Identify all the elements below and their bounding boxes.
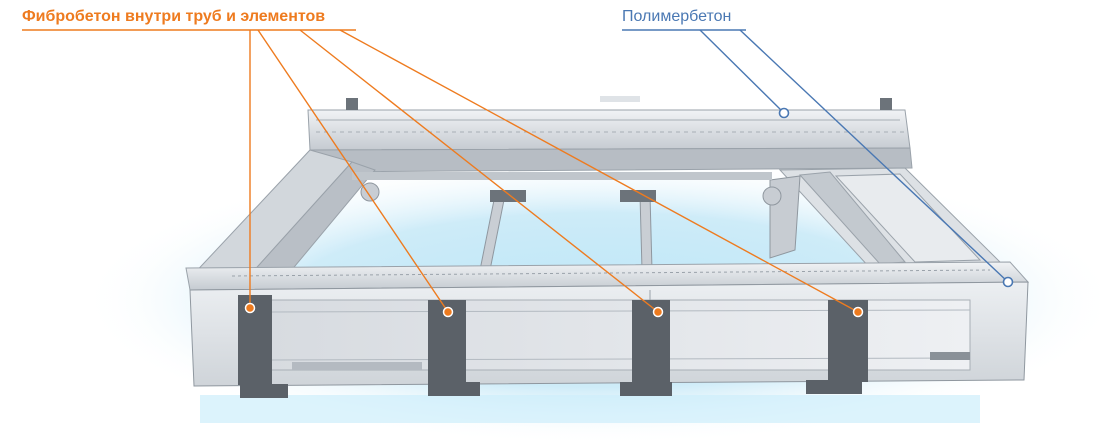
- polymer-concrete-callouts: [622, 29, 1009, 283]
- support-feet: [240, 380, 862, 398]
- circle-dot-icon: [778, 107, 790, 119]
- plate-3: [632, 300, 670, 382]
- cross-bars: [352, 172, 772, 271]
- circle-dot-icon: [244, 302, 256, 314]
- polymer-concrete-label: Полимербетон: [622, 8, 732, 25]
- circle-dot-icon: [652, 306, 664, 318]
- fiber-concrete-callouts: [22, 29, 859, 313]
- circle-dot-icon: [1002, 276, 1014, 288]
- circle-dot-icon: [852, 306, 864, 318]
- back-rail: [307, 96, 913, 173]
- fiber-concrete-label: Фибробетон внутри труб и элементов: [22, 8, 326, 25]
- plate-1: [238, 295, 272, 385]
- circle-dot-icon: [442, 306, 454, 318]
- front-rail: [185, 261, 1030, 291]
- floor-glow-band: [200, 395, 980, 423]
- polymer-concrete-markers: [778, 107, 1014, 288]
- front-face: [189, 281, 1029, 387]
- fiber-concrete-markers: [244, 302, 864, 318]
- right-side-beam: [762, 167, 1002, 269]
